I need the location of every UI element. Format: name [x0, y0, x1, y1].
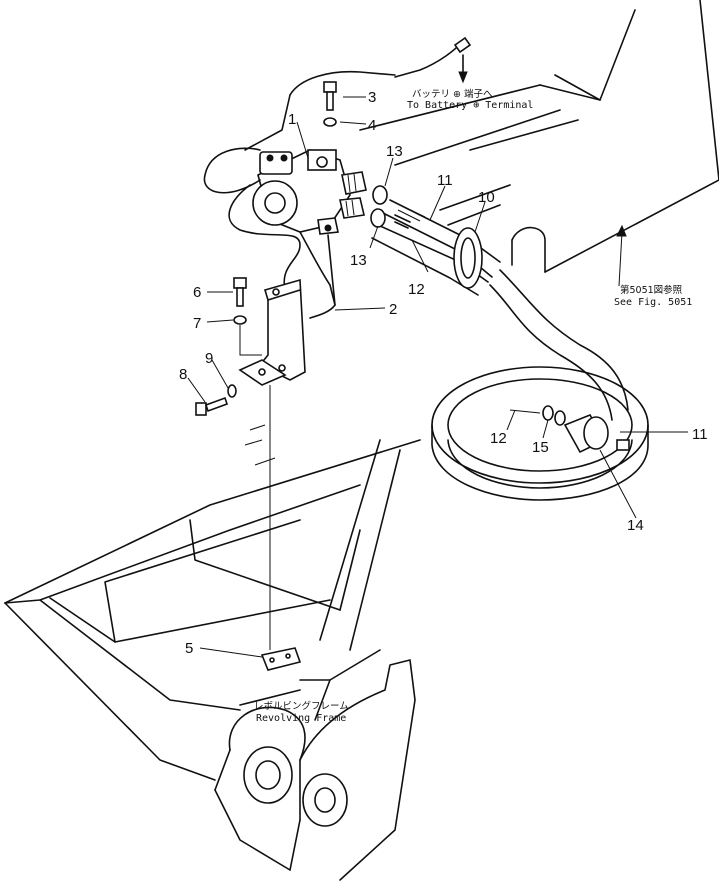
- callout-14: 14: [627, 517, 644, 534]
- callout-13-bottom: 13: [350, 252, 367, 269]
- relay-bracket: [238, 278, 306, 386]
- callout-10: 10: [478, 189, 495, 206]
- callout-numbers: 1 2 3 4 5 6 7 8 9 10 11 11 12 12 13 13 1…: [179, 89, 708, 657]
- callout-5: 5: [185, 640, 193, 657]
- callout-12-bottom: 12: [490, 430, 507, 447]
- relay-wires: [203, 36, 472, 346]
- callout-6: 6: [193, 284, 201, 301]
- fig-note-jp: 第5051図参照: [620, 284, 683, 296]
- battery-note-en: To Battery ⊕ Terminal: [407, 100, 533, 111]
- leader-lines: [187, 96, 688, 658]
- callout-7: 7: [193, 315, 201, 332]
- frame-note-jp: レボルビングフレーム: [254, 700, 349, 712]
- callout-13-top: 13: [386, 143, 403, 160]
- callout-12-top: 12: [408, 281, 425, 298]
- callout-9: 9: [205, 350, 213, 367]
- callout-1: 1: [288, 111, 296, 128]
- fig-note-en: See Fig. 5051: [614, 297, 692, 308]
- callout-8: 8: [179, 366, 187, 383]
- callout-4: 4: [368, 117, 376, 134]
- callout-11-top: 11: [437, 172, 453, 189]
- battery-relay: [252, 149, 367, 235]
- frame-note-en: Revolving Frame: [256, 713, 346, 724]
- callout-11-right: 11: [692, 426, 708, 443]
- revolving-frame: [4, 424, 421, 781]
- hardware: [195, 81, 630, 671]
- pivot-boss: [214, 659, 416, 881]
- battery-note-jp: バッテリ ⊕ 端子へ: [412, 88, 493, 100]
- grommet: [453, 227, 483, 289]
- callout-2: 2: [389, 301, 397, 318]
- callout-15: 15: [532, 439, 549, 456]
- notes: バッテリ ⊕ 端子へ To Battery ⊕ Terminal 第5051図参…: [254, 88, 692, 724]
- machine-body-outline: [244, 0, 719, 273]
- callout-3: 3: [368, 89, 376, 106]
- cable-coil: [431, 269, 649, 501]
